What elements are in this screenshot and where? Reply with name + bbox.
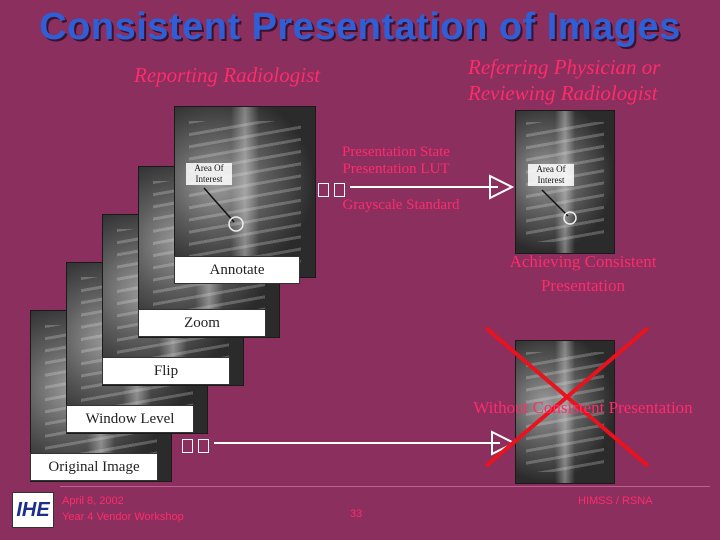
presentation-state-label: Presentation State	[342, 144, 450, 160]
area-of-interest-left-label: Area Of Interest	[186, 163, 232, 185]
red-cross-icon	[484, 326, 650, 468]
without-consistent-text: Without Consistent Presentation	[473, 398, 693, 417]
ihe-logo: IHE	[12, 492, 54, 528]
footer-page-number: 33	[350, 508, 363, 520]
transfer-arrow-top	[350, 174, 514, 200]
zoom-label: Zoom	[138, 309, 266, 337]
achieving-consistent-text: Achieving Consistent Presentation	[509, 252, 657, 295]
referring-physician-heading: Referring Physician or Reviewing Radiolo…	[468, 55, 661, 105]
area-of-interest-right-label: Area Of Interest	[528, 164, 574, 186]
annotation-arrow-right	[541, 189, 577, 225]
reporting-radiologist-heading: Reporting Radiologist	[134, 63, 321, 87]
footer-workshop: Year 4 Vendor Workshop	[62, 511, 184, 523]
transfer-arrow-bottom	[214, 430, 516, 456]
arrow-square-4	[198, 439, 209, 453]
arrow-square-1	[318, 183, 329, 197]
annotation-arrow-left	[203, 187, 244, 232]
presentation-state-text: Presentation State Presentation LUT	[326, 144, 466, 178]
footer-org: HIMSS / RSNA	[578, 495, 653, 507]
flip-label: Flip	[102, 357, 230, 385]
grayscale-standard-label: Grayscale Standard	[342, 197, 460, 213]
presentation-lut-label: Presentation LUT	[342, 161, 450, 177]
slide-title: Consistent Presentation of Images	[39, 6, 681, 48]
footer-divider	[60, 486, 710, 487]
annotate-label: Annotate	[174, 256, 300, 284]
arrow-square-3	[182, 439, 193, 453]
window-level-label: Window Level	[66, 405, 194, 433]
original-image-label: Original Image	[30, 453, 158, 481]
arrow-square-2	[334, 183, 345, 197]
footer-date: April 8, 2002	[62, 495, 124, 507]
xray-inconsistent-result	[515, 340, 615, 484]
